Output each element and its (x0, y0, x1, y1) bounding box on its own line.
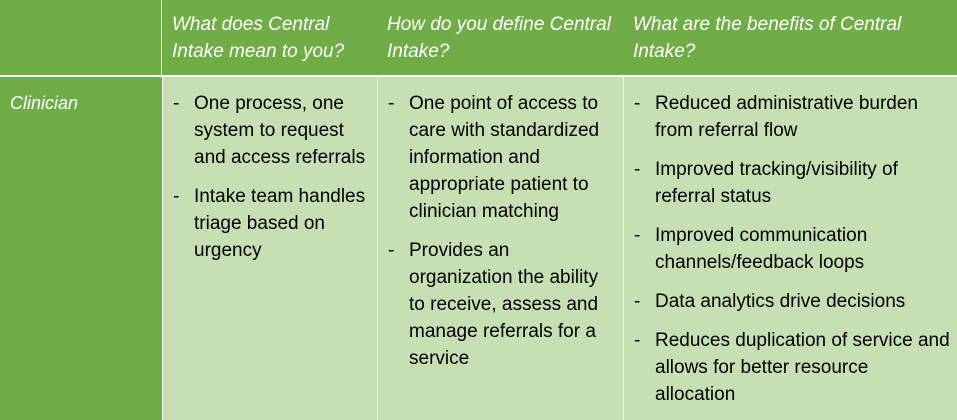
bullet-dash: - (388, 240, 395, 261)
bullet-dash: - (634, 159, 641, 180)
bullet-dash: - (388, 93, 395, 114)
bullet-dash: - (173, 93, 180, 114)
list-item: -One point of access to care with standa… (388, 90, 615, 225)
cell-benefits: -Reduced administrative burden from refe… (623, 77, 957, 420)
row-label-clinician: Clinician (0, 77, 162, 420)
list-item: -Improved communication channels/feedbac… (634, 222, 953, 276)
cell-meaning: -One process, one system to request and … (162, 77, 377, 420)
bullet-list: -One point of access to care with standa… (388, 90, 615, 372)
list-item: -Reduced administrative burden from refe… (634, 90, 953, 144)
bullet-dash: - (634, 225, 641, 246)
list-item: -Data analytics drive decisions (634, 288, 953, 315)
list-item: -One process, one system to request and … (173, 90, 369, 171)
bullet-dash: - (173, 186, 180, 207)
header-cell-empty (0, 0, 162, 77)
header-definition: How do you define Central Intake? (377, 0, 623, 77)
list-item: -Improved tracking/visibility of referra… (634, 156, 953, 210)
bullet-dash: - (634, 291, 641, 312)
cell-definition: -One point of access to care with standa… (377, 77, 623, 420)
list-item: -Intake team handles triage based on urg… (173, 183, 369, 264)
bullet-dash: - (634, 93, 641, 114)
bullet-list: -One process, one system to request and … (173, 90, 369, 264)
header-meaning: What does Central Intake mean to you? (162, 0, 377, 77)
list-item: -Reduces duplication of service and allo… (634, 327, 953, 408)
list-item: -Provides an organization the ability to… (388, 237, 615, 372)
header-benefits: What are the benefits of Central Intake? (623, 0, 957, 77)
bullet-list: -Reduced administrative burden from refe… (634, 90, 953, 408)
bullet-dash: - (634, 330, 641, 351)
